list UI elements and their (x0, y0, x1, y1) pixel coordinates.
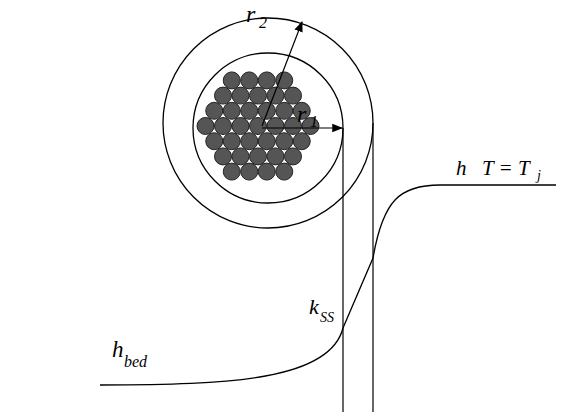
inner-wall (193, 53, 343, 203)
particle (232, 148, 249, 165)
radius-r1-arrow (262, 127, 342, 128)
inner-wall-line (342, 128, 343, 412)
particle (241, 163, 258, 180)
particle (241, 72, 258, 89)
packed-bed-particles (197, 72, 319, 180)
particle (223, 163, 240, 180)
particle (258, 163, 275, 180)
particle (232, 118, 249, 135)
heat-transfer-label: h (112, 338, 124, 361)
outer-wall (163, 18, 373, 228)
particle (293, 133, 310, 150)
particle (223, 133, 240, 150)
subscript: j (537, 169, 541, 183)
particle (276, 163, 293, 180)
particle (250, 148, 267, 165)
radius-label: r (297, 102, 306, 126)
subscript: 2 (259, 15, 267, 31)
conductivity-label: k (309, 296, 319, 318)
particle (241, 133, 258, 150)
particle (206, 102, 223, 119)
subscript: 1 (310, 114, 318, 130)
particle (285, 148, 302, 165)
particle (215, 148, 232, 165)
temperature-profile (100, 185, 556, 385)
radius-r2-arrow (262, 22, 302, 126)
outer-wall-line (372, 123, 373, 412)
particle (267, 118, 284, 135)
particle (215, 118, 232, 135)
particle (250, 87, 267, 104)
particle (223, 102, 240, 119)
radius-label: r (246, 2, 255, 26)
particle (215, 87, 232, 104)
particle (267, 148, 284, 165)
particle (258, 72, 275, 89)
particle (197, 118, 214, 135)
particle (276, 133, 293, 150)
particle (258, 102, 275, 119)
temperature-label: T = T (482, 158, 530, 179)
particle (223, 72, 240, 89)
particle (232, 87, 249, 104)
particle (241, 102, 258, 119)
subscript: SS (320, 311, 334, 325)
particle (276, 102, 293, 119)
particle (258, 133, 275, 150)
subscript: bed (124, 354, 147, 370)
particle (206, 133, 223, 150)
particle (276, 72, 293, 89)
heat-transfer-label: h (456, 158, 467, 179)
